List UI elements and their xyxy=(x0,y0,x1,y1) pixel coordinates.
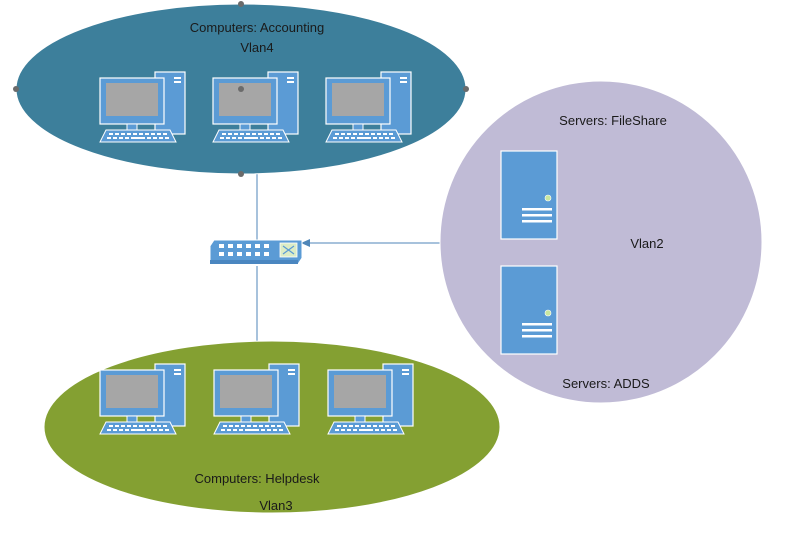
computer-icon xyxy=(327,363,414,435)
computer-icon xyxy=(99,363,186,435)
zone-servers-vlan: Vlan2 xyxy=(630,236,663,251)
server-icon xyxy=(500,150,558,240)
zone-accounting-title: Computers: Accounting xyxy=(190,20,324,35)
server-icon xyxy=(500,265,558,355)
zone-accounting-vlan: Vlan4 xyxy=(240,40,273,55)
computer-icon xyxy=(212,71,299,143)
arrowhead-icon xyxy=(301,239,310,247)
computer-icon xyxy=(213,363,300,435)
zone-helpdesk-vlan: Vlan3 xyxy=(259,498,292,513)
selection-handle[interactable] xyxy=(238,1,244,7)
network-switch-icon xyxy=(209,239,303,265)
computer-icon xyxy=(325,71,412,143)
zone-servers xyxy=(439,80,763,404)
zone-helpdesk-title: Computers: Helpdesk xyxy=(195,471,320,486)
zone-servers-title-top: Servers: FileShare xyxy=(559,113,667,128)
zone-servers-title-bottom: Servers: ADDS xyxy=(562,376,650,391)
selection-handle[interactable] xyxy=(238,171,244,177)
selection-handle[interactable] xyxy=(13,86,19,92)
selection-handle[interactable] xyxy=(463,86,469,92)
selection-handle[interactable] xyxy=(238,86,244,92)
computer-icon xyxy=(99,71,186,143)
